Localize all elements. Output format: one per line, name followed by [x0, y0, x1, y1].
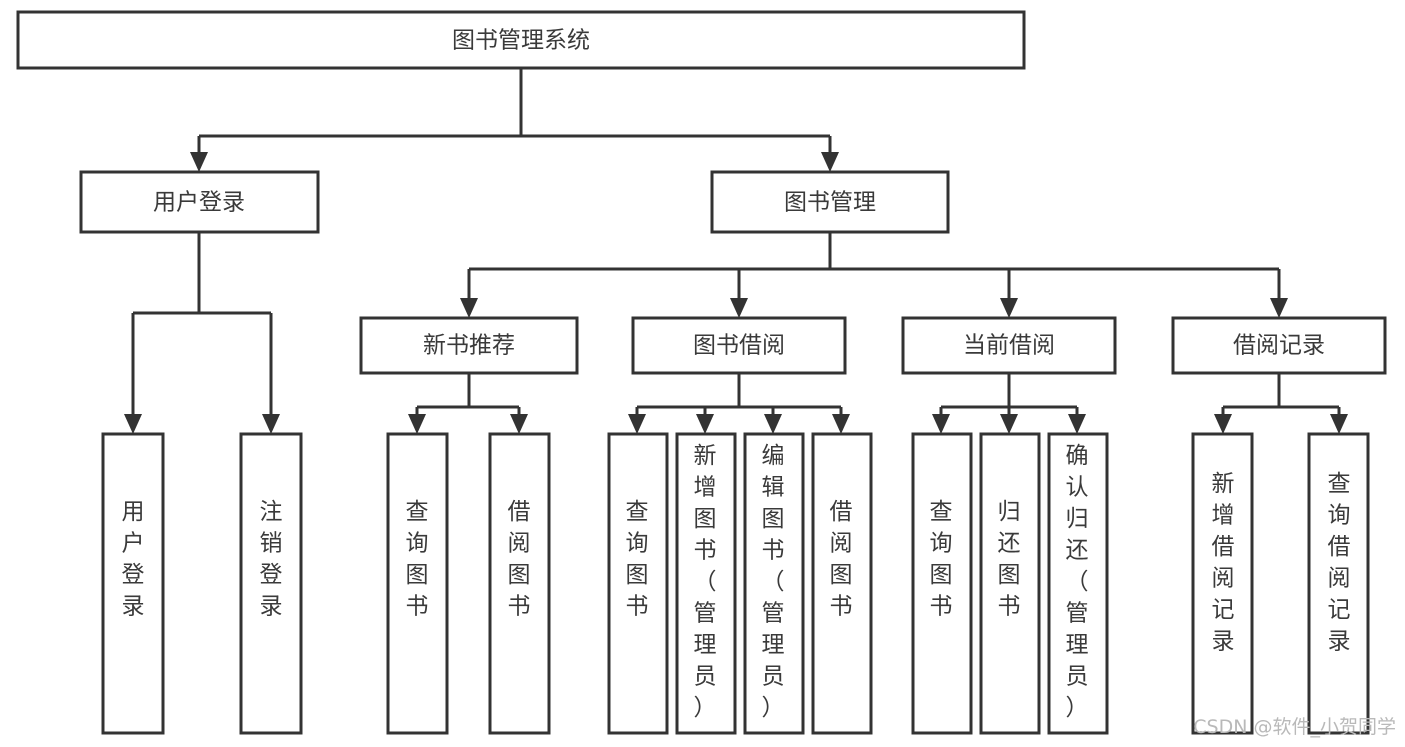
leaf-node-query-book-borrow[interactable]: 查询图书 — [607, 432, 669, 735]
node-label-leaf-confirm-return: 确认归还（管理员） — [1066, 443, 1089, 721]
leaf-node-return-book[interactable]: 归还图书 — [979, 432, 1041, 735]
node-label-book-management: 图书管理 — [784, 190, 876, 216]
arrow-head-leaf-confirm-return — [1068, 414, 1086, 434]
leaf-node-query-book-current[interactable]: 查询图书 — [911, 432, 973, 735]
arrow-head-user-login — [190, 152, 208, 172]
leaf-node-logout[interactable]: 注销登录 — [239, 432, 303, 735]
node-label-leaf-add-book: 新增图书（管理员） — [694, 443, 717, 721]
arrow-head-leaf-edit-book — [764, 414, 782, 434]
leaf-node-user-login[interactable]: 用户登录 — [101, 432, 165, 735]
node-root-system[interactable]: 图书管理系统 — [16, 10, 1026, 70]
arrow-head-leaf-borrow-book-b — [832, 414, 850, 434]
leaf-node-add-borrow-record[interactable]: 新增借阅记录 — [1191, 432, 1254, 735]
node-label-leaf-user-login: 用户登录 — [122, 499, 145, 620]
arrow-head-leaf-query-book-a — [408, 414, 426, 434]
node-book-management[interactable]: 图书管理 — [710, 170, 950, 234]
node-new-book-recommend[interactable]: 新书推荐 — [359, 316, 579, 375]
node-label-borrow-record: 借阅记录 — [1233, 333, 1325, 359]
node-label-leaf-query-borrow-record: 查询借阅记录 — [1328, 471, 1351, 655]
leaf-node-add-book[interactable]: 新增图书（管理员） — [675, 432, 737, 735]
leaf-node-borrow-book-newbook[interactable]: 借阅图书 — [488, 432, 551, 735]
node-label-leaf-logout: 注销登录 — [260, 499, 283, 620]
arrow-head-leaf-query-record — [1330, 414, 1348, 434]
node-box-leaf-query-borrow-record[interactable] — [1307, 432, 1370, 735]
arrow-head-leaf-query-book-b — [628, 414, 646, 434]
node-label-leaf-query-book-newbook: 查询图书 — [406, 499, 429, 620]
node-box-book-borrow[interactable] — [631, 316, 847, 375]
node-label-leaf-add-borrow-record: 新增借阅记录 — [1212, 471, 1235, 655]
arrow-head-leaf-logout — [262, 414, 280, 434]
node-box-user-login[interactable] — [79, 170, 320, 234]
node-box-leaf-return-book[interactable] — [979, 432, 1041, 735]
node-box-leaf-edit-book[interactable] — [743, 432, 805, 735]
node-label-current-borrow: 当前借阅 — [963, 333, 1055, 359]
leaf-node-query-borrow-record[interactable]: 查询借阅记录 — [1307, 432, 1370, 735]
node-label-root: 图书管理系统 — [452, 28, 590, 54]
node-label-leaf-return-book: 归还图书 — [998, 499, 1021, 620]
arrow-head-leaf-return-book — [1000, 414, 1018, 434]
node-label-leaf-edit-book: 编辑图书（管理员） — [762, 443, 785, 721]
node-box-leaf-query-book-current[interactable] — [911, 432, 973, 735]
node-box-new-book-recommend[interactable] — [359, 316, 579, 375]
node-box-root[interactable] — [16, 10, 1026, 70]
node-box-leaf-confirm-return[interactable] — [1047, 432, 1109, 735]
node-user-login[interactable]: 用户登录 — [79, 170, 320, 234]
csdn-watermark: CSDN @软件_小贺同学 — [1193, 716, 1396, 738]
node-box-leaf-borrow-book-borrow[interactable] — [811, 432, 873, 735]
leaf-node-query-book-newbook[interactable]: 查询图书 — [386, 432, 449, 735]
node-label-user-login: 用户登录 — [153, 190, 245, 216]
node-borrow-record[interactable]: 借阅记录 — [1171, 316, 1387, 375]
node-book-borrow[interactable]: 图书借阅 — [631, 316, 847, 375]
arrow-head-current-borrow — [1000, 298, 1018, 318]
arrow-head-leaf-user-login — [124, 414, 142, 434]
connector-layer — [124, 68, 1348, 434]
node-box-leaf-add-borrow-record[interactable] — [1191, 432, 1254, 735]
node-box-book-management[interactable] — [710, 170, 950, 234]
node-box-leaf-logout[interactable] — [239, 432, 303, 735]
arrow-head-leaf-query-book-c — [932, 414, 950, 434]
node-label-leaf-borrow-book-newbook: 借阅图书 — [508, 499, 531, 620]
arrow-head-leaf-borrow-book-a — [510, 414, 528, 434]
node-label-leaf-query-book-current: 查询图书 — [930, 499, 953, 620]
arrow-head-new-book — [460, 298, 478, 318]
node-box-leaf-add-book[interactable] — [675, 432, 737, 735]
arrow-head-book-mgmt — [821, 152, 839, 172]
node-current-borrow[interactable]: 当前借阅 — [901, 316, 1117, 375]
leaf-node-borrow-book-borrow[interactable]: 借阅图书 — [811, 432, 873, 735]
node-box-borrow-record[interactable] — [1171, 316, 1387, 375]
leaf-node-confirm-return[interactable]: 确认归还（管理员） — [1047, 432, 1109, 735]
node-box-current-borrow[interactable] — [901, 316, 1117, 375]
node-box-leaf-query-book-borrow[interactable] — [607, 432, 669, 735]
arrow-head-leaf-add-record — [1214, 414, 1232, 434]
node-box-leaf-borrow-book-newbook[interactable] — [488, 432, 551, 735]
node-label-book-borrow: 图书借阅 — [693, 333, 785, 359]
node-label-new-book-recommend: 新书推荐 — [423, 333, 515, 359]
arrow-head-book-borrow — [730, 298, 748, 318]
node-box-leaf-user-login[interactable] — [101, 432, 165, 735]
leaf-node-edit-book[interactable]: 编辑图书（管理员） — [743, 432, 805, 735]
arrow-head-leaf-add-book — [696, 414, 714, 434]
node-label-leaf-query-book-borrow: 查询图书 — [626, 499, 649, 620]
node-label-leaf-borrow-book-borrow: 借阅图书 — [830, 499, 853, 620]
node-box-leaf-query-book-newbook[interactable] — [386, 432, 449, 735]
arrow-head-borrow-record — [1270, 298, 1288, 318]
